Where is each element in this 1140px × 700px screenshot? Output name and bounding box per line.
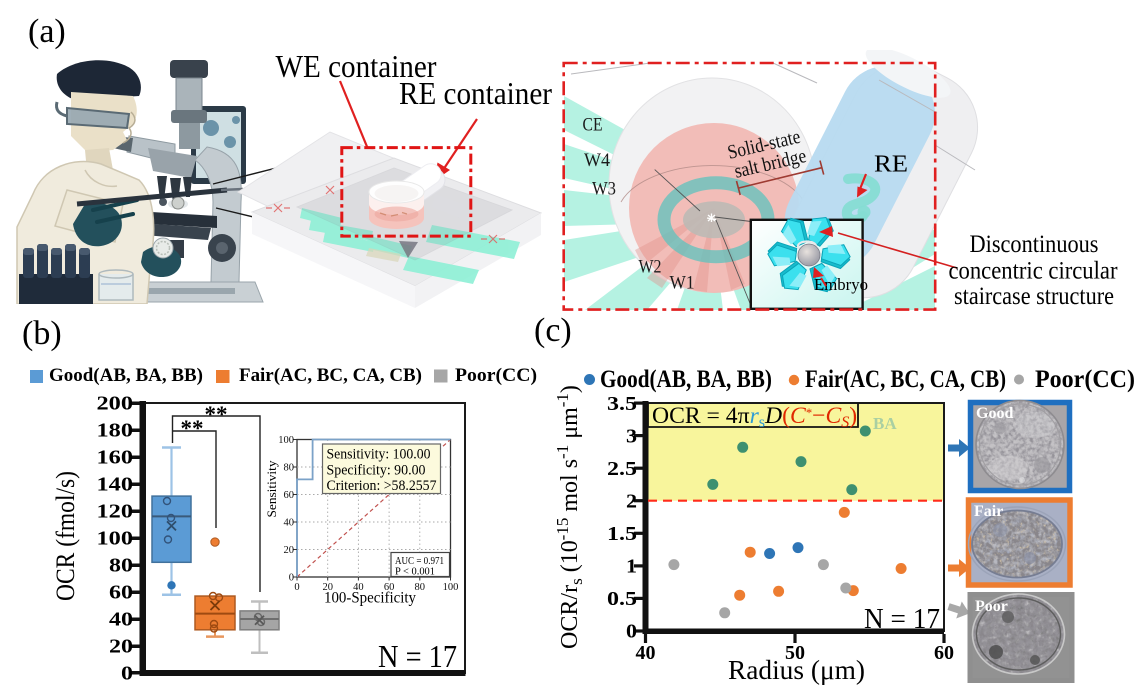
- svg-text:Discontinuous: Discontinuous: [970, 231, 1099, 258]
- svg-text:160: 160: [97, 447, 134, 469]
- svg-text:Embryo: Embryo: [814, 275, 868, 294]
- svg-text:CE: CE: [583, 115, 603, 136]
- svg-text:40: 40: [284, 518, 295, 529]
- svg-text:40: 40: [109, 609, 133, 631]
- svg-text:50: 50: [785, 642, 805, 664]
- svg-text:Poor(CC): Poor(CC): [1035, 366, 1135, 393]
- svg-text:60: 60: [284, 490, 295, 501]
- svg-text:3: 3: [626, 426, 637, 448]
- svg-text:Sensitivity: Sensitivity: [265, 460, 279, 518]
- svg-text:**: **: [205, 402, 228, 427]
- svg-text:2.5: 2.5: [607, 458, 637, 480]
- svg-text:OCR/rs (10-15 mol s-1 μm-1): OCR/rs (10-15 mol s-1 μm-1): [553, 385, 586, 649]
- svg-text:Good: Good: [976, 405, 1013, 422]
- svg-text:40: 40: [353, 582, 364, 593]
- svg-text:60: 60: [109, 582, 133, 604]
- svg-text:20: 20: [109, 636, 133, 658]
- svg-text:RE: RE: [874, 152, 908, 178]
- svg-text:80: 80: [109, 555, 133, 577]
- svg-text:staircase structure: staircase structure: [954, 283, 1114, 310]
- svg-text:2: 2: [626, 491, 637, 513]
- svg-text:OCR = 4πrsD(C*−CS): OCR = 4πrsD(C*−CS): [652, 403, 857, 431]
- svg-text:140: 140: [97, 474, 134, 496]
- svg-text:0: 0: [289, 573, 294, 584]
- svg-text:20: 20: [284, 545, 295, 556]
- svg-text:0: 0: [626, 621, 637, 643]
- svg-text:120: 120: [97, 501, 134, 523]
- svg-text:Radius (μm): Radius (μm): [728, 655, 865, 685]
- svg-text:W2: W2: [639, 257, 662, 278]
- svg-text:0: 0: [121, 663, 133, 685]
- svg-text:Fair: Fair: [974, 503, 1003, 520]
- svg-text:200: 200: [97, 393, 134, 415]
- svg-text:180: 180: [97, 420, 134, 442]
- svg-text:N = 17: N = 17: [864, 603, 940, 635]
- svg-text:1.5: 1.5: [607, 523, 637, 545]
- svg-text:60: 60: [384, 582, 395, 593]
- svg-text:Specificity: 90.00: Specificity: 90.00: [327, 462, 426, 478]
- svg-text:P < 0.001: P < 0.001: [395, 567, 435, 578]
- svg-text:60: 60: [934, 642, 954, 664]
- svg-text:BA: BA: [873, 414, 897, 433]
- svg-text:40: 40: [636, 642, 656, 664]
- svg-text:100: 100: [443, 582, 459, 593]
- svg-text:AUC = 0.971: AUC = 0.971: [395, 556, 444, 567]
- svg-text:Fair(AC, BC, CA, CB): Fair(AC, BC, CA, CB): [239, 365, 422, 386]
- svg-text:W3: W3: [592, 179, 616, 200]
- svg-text:100-Specificity: 100-Specificity: [324, 590, 416, 607]
- svg-text:3.5: 3.5: [607, 393, 637, 415]
- svg-text:80: 80: [415, 582, 426, 593]
- svg-text:N = 17: N = 17: [378, 638, 457, 674]
- svg-text:Fair(AC, BC, CA, CB): Fair(AC, BC, CA, CB): [805, 366, 1006, 393]
- svg-text:100: 100: [278, 435, 294, 446]
- svg-text:Good(AB, BA, BB): Good(AB, BA, BB): [600, 366, 772, 393]
- svg-text:W1: W1: [670, 273, 695, 294]
- svg-text:Poor: Poor: [975, 598, 1008, 615]
- svg-text:80: 80: [284, 463, 295, 474]
- svg-text:W4: W4: [584, 150, 610, 171]
- svg-text:0.5: 0.5: [607, 588, 637, 610]
- svg-text:100: 100: [97, 528, 134, 550]
- svg-text:concentric circular: concentric circular: [949, 258, 1119, 285]
- svg-text:Criterion: >58.2557: Criterion: >58.2557: [327, 478, 437, 494]
- svg-text:Poor(CC): Poor(CC): [455, 365, 537, 386]
- svg-text:**: **: [181, 416, 204, 441]
- svg-text:WE container: WE container: [276, 48, 437, 84]
- svg-text:Good(AB, BA, BB): Good(AB, BA, BB): [49, 365, 203, 386]
- svg-text:0: 0: [294, 582, 299, 593]
- svg-text:OCR (fmol/s): OCR (fmol/s): [51, 471, 80, 601]
- svg-text:20: 20: [322, 582, 333, 593]
- svg-text:RE container: RE container: [399, 75, 552, 111]
- svg-text:Sensitivity: 100.00: Sensitivity: 100.00: [327, 447, 431, 463]
- svg-text:1: 1: [626, 556, 637, 578]
